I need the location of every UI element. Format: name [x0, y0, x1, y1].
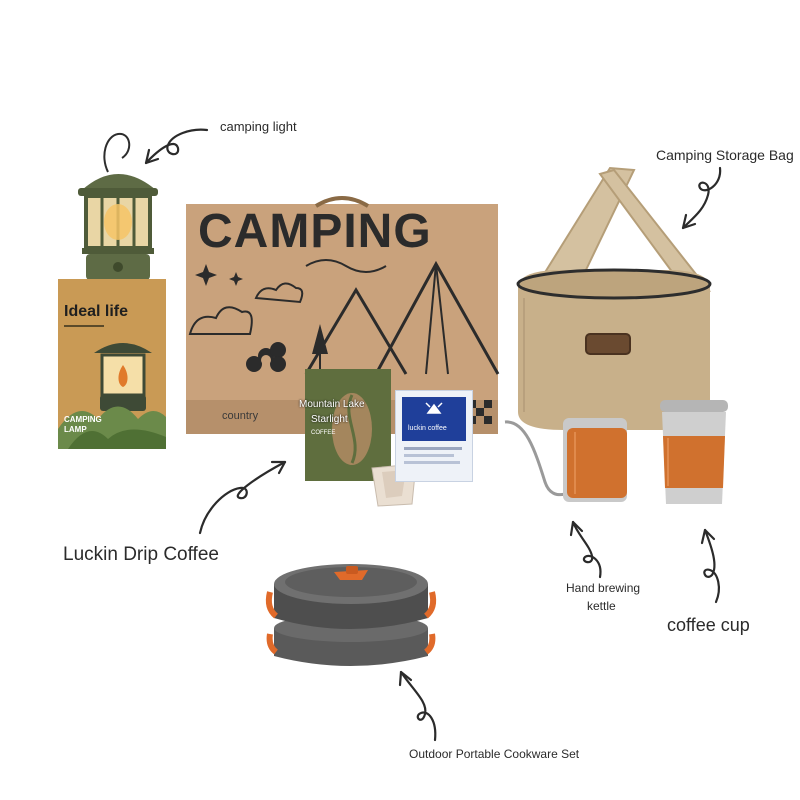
drip-coffee-pack: Mountain Lake Starlight COFFEE [299, 369, 391, 481]
box-brand: country [222, 410, 259, 422]
coffee-cup-label: coffee cup [667, 615, 750, 635]
cookware-label: Outdoor Portable Cookware Set [409, 747, 580, 761]
coffee-cup [660, 400, 728, 504]
lamp-illustration [94, 343, 152, 411]
lamp-box-line1: CAMPING [64, 415, 102, 424]
lamp-box-foliage [58, 406, 166, 449]
hand-brewing-kettle [504, 418, 627, 502]
camping-storage-bag [516, 166, 712, 430]
arrow-cookware [399, 670, 437, 742]
camping-lantern [78, 132, 158, 280]
camping-light-label: camping light [220, 119, 297, 134]
cookware-set [265, 564, 437, 666]
luckin-coffee-pack: luckin coffee [395, 390, 473, 482]
lamp-box: Ideal life CAMPING LAMP [58, 279, 166, 449]
coffee-pack-subtitle: COFFEE [311, 430, 336, 436]
arrow-storage-bag [681, 166, 722, 230]
kettle-label-line1: Hand brewing [566, 581, 641, 595]
storage-bag-label: Camping Storage Bag [656, 147, 794, 163]
arrow-coffee-cup [703, 528, 720, 604]
arrow-kettle [571, 520, 602, 579]
arrow-drip-coffee [198, 460, 287, 535]
arrow-camping-light [144, 128, 209, 165]
luckin-brand: luckin coffee [408, 425, 447, 432]
kettle-label-line2: kettle [587, 599, 616, 613]
box-title: CAMPING [198, 205, 432, 258]
coffee-pack-title-line1: Mountain Lake [299, 399, 365, 410]
drip-coffee-label: Luckin Drip Coffee [63, 544, 219, 565]
lamp-box-line2: LAMP [64, 425, 87, 434]
coffee-pack-title-line2: Starlight [311, 414, 348, 425]
lamp-box-title: Ideal life [64, 303, 129, 320]
coffee-bean-illustration [332, 393, 372, 465]
deer-logo-icon [425, 402, 443, 414]
